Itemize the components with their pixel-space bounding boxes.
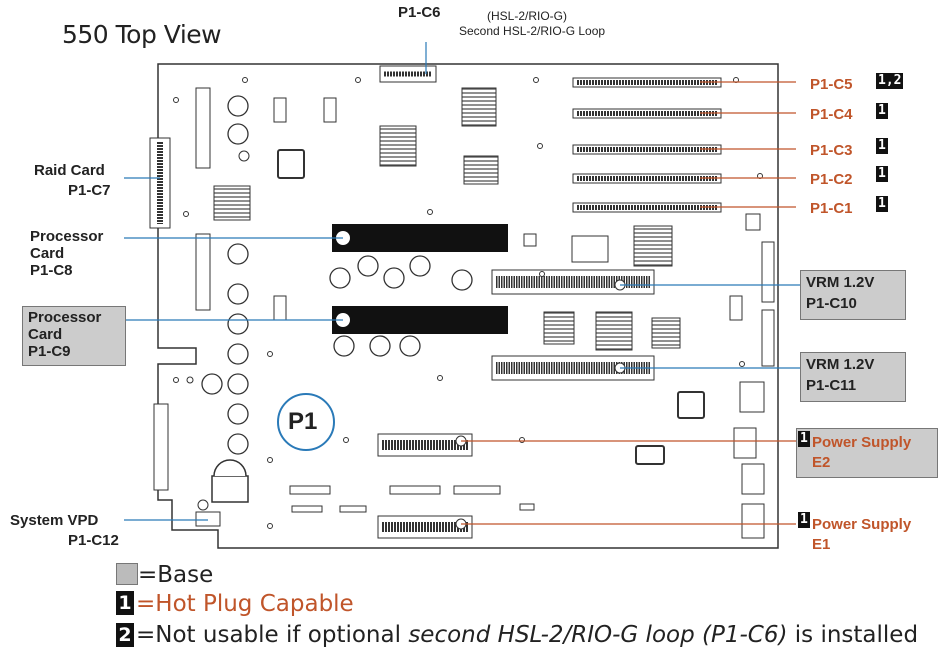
processor-c8-id: P1-C8 xyxy=(30,262,73,279)
chip xyxy=(677,391,705,419)
board-label-circle xyxy=(277,393,335,451)
power-e2-badge: 1 xyxy=(798,431,810,447)
mounting-holes xyxy=(173,77,763,529)
processor-c9-id: P1-C9 xyxy=(28,343,71,360)
raid-card-label: Raid Card xyxy=(34,162,105,179)
power-e2-label: Power Supply xyxy=(812,434,912,451)
battery xyxy=(195,459,249,527)
slot-badge-c4: 1 xyxy=(876,103,888,119)
p1-c6-note-2: Second HSL-2/RIO-G Loop xyxy=(459,24,606,38)
heatsink xyxy=(543,311,575,345)
blue-leader-lines xyxy=(124,42,800,521)
slot-label-c1: P1-C1 xyxy=(810,200,853,217)
slot-c4 xyxy=(572,108,722,119)
heatsink xyxy=(595,311,633,351)
heatsink xyxy=(633,225,673,267)
legend-note-swatch: 2 xyxy=(116,623,134,647)
chip xyxy=(277,149,305,179)
heatsink xyxy=(651,317,681,349)
power-connector-e2 xyxy=(377,433,473,457)
left-headers xyxy=(153,87,743,491)
vrm-c11-label: VRM 1.2V xyxy=(806,356,875,373)
slot-badge-c3: 1 xyxy=(876,138,888,154)
slot-label-c3: P1-C3 xyxy=(810,142,853,159)
slot-label-c4: P1-C4 xyxy=(810,106,853,123)
power-e2-base-box xyxy=(796,428,938,478)
right-edge-connectors xyxy=(733,213,775,539)
legend-base-text: =Base xyxy=(138,562,214,588)
slot-label-c5: P1-C5 xyxy=(810,76,853,93)
heatsink xyxy=(379,125,417,167)
power-e1-badge: 1 xyxy=(798,512,810,528)
slot-c1 xyxy=(572,202,722,213)
system-vpd-label: System VPD xyxy=(10,512,99,529)
slot-c5 xyxy=(572,77,722,88)
legend-hot-text: =Hot Plug Capable xyxy=(136,591,354,617)
legend-note-italic: second HSL-2/RIO-G loop (P1-C6) xyxy=(408,622,788,648)
system-vpd-id: P1-C12 xyxy=(68,532,119,549)
power-e1-id: E1 xyxy=(812,536,831,553)
power-connector-e1 xyxy=(377,515,473,539)
slot-badge-c2: 1 xyxy=(876,166,888,182)
orange-leader-lines xyxy=(461,81,796,525)
slot-badge-c1: 1 xyxy=(876,196,888,212)
legend-note-text: =Not usable if optional second HSL-2/RIO… xyxy=(136,622,918,648)
processor-c9-label-2: Card xyxy=(28,326,63,343)
processor-slot-c8 xyxy=(332,224,508,252)
processor-c8-label-1: Processor xyxy=(30,228,104,245)
pci-slots xyxy=(572,77,722,213)
raid-connector xyxy=(149,137,171,229)
p1-c6-note-1: (HSL-2/RIO-G) xyxy=(487,9,568,23)
hsl-connector xyxy=(379,65,437,83)
chip xyxy=(523,233,537,247)
processor-c8-label-2: Card xyxy=(30,245,65,262)
vrm-slot-c10 xyxy=(491,269,655,295)
p1-c6-label: P1-C6 xyxy=(398,4,441,21)
heatsink xyxy=(463,155,499,185)
small-connectors xyxy=(289,235,609,513)
processor-slot-c9 xyxy=(332,306,508,334)
vrm-c11-base-box xyxy=(800,352,906,402)
legend-base-swatch xyxy=(116,563,138,585)
processor-c9-base-box xyxy=(22,306,126,366)
capacitors xyxy=(201,95,473,455)
slot-c2 xyxy=(572,173,722,184)
vrm-c10-base-box xyxy=(800,270,906,320)
slot-badge-c5: 1,2 xyxy=(876,73,904,89)
raid-card-id: P1-C7 xyxy=(68,182,111,199)
heatsink xyxy=(213,185,251,221)
chip xyxy=(635,445,665,465)
processor-c9-label-1: Processor xyxy=(28,309,102,326)
heatsink xyxy=(461,87,497,127)
legend-hot-swatch: 1 xyxy=(116,591,134,615)
legend-note-prefix: =Not usable if optional xyxy=(136,622,409,648)
power-e1-label: Power Supply xyxy=(812,516,912,533)
board-label: P1 xyxy=(288,408,318,435)
slot-label-c2: P1-C2 xyxy=(810,171,853,188)
power-e2-id: E2 xyxy=(812,454,831,471)
vrm-c10-id: P1-C10 xyxy=(806,295,857,312)
diagram-title: 550 Top View xyxy=(62,20,222,49)
slot-c3 xyxy=(572,144,722,155)
vrm-c10-label: VRM 1.2V xyxy=(806,274,875,291)
legend-note-suffix: is installed xyxy=(787,622,919,648)
vrm-c11-id: P1-C11 xyxy=(806,377,857,394)
